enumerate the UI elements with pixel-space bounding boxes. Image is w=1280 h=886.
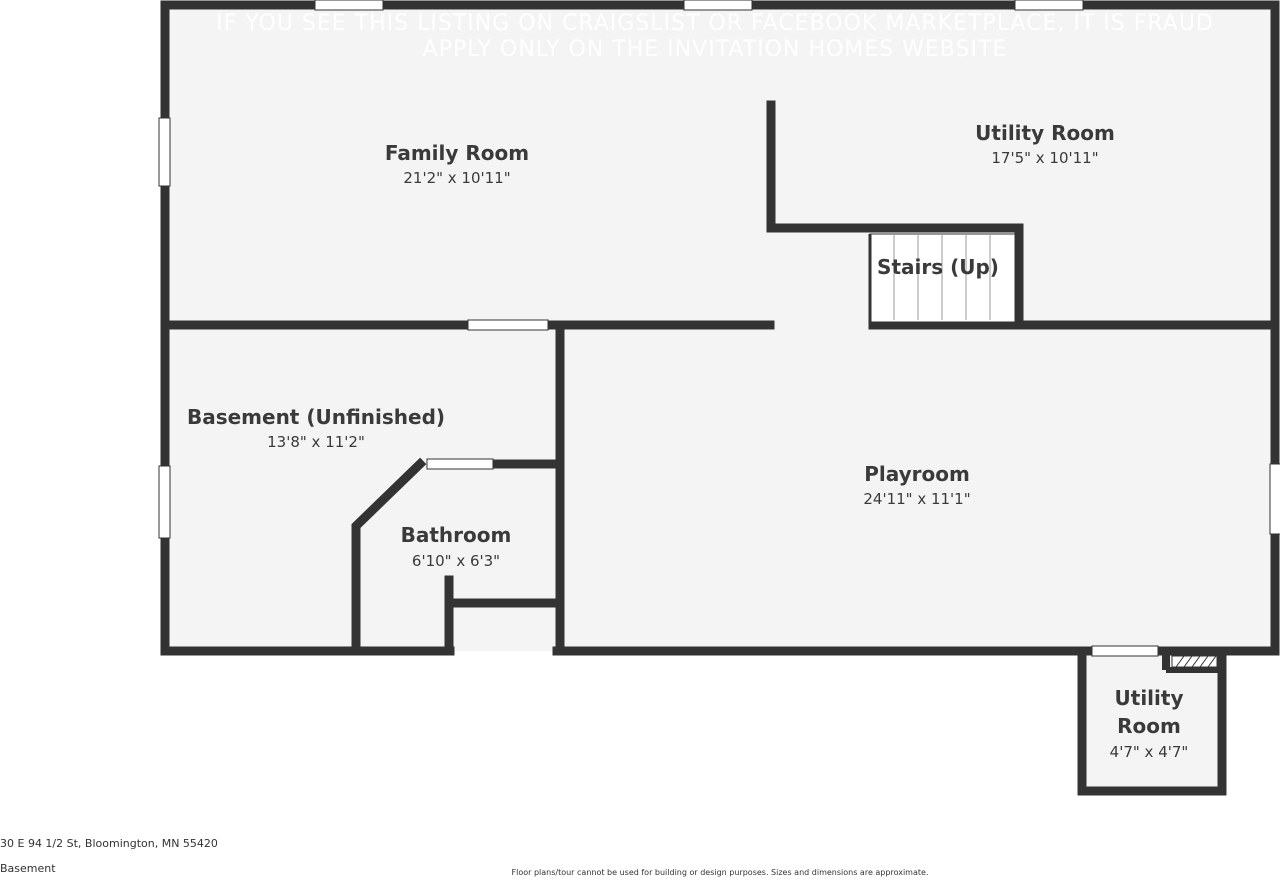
property-address: 30 E 94 1/2 St, Bloomington, MN 55420	[0, 837, 218, 850]
utility-small-name-2: Room	[1117, 714, 1181, 738]
bathroom-name: Bathroom	[401, 523, 512, 547]
utility-small-name-1: Utility	[1115, 686, 1184, 710]
watermark-line-2: APPLY ONLY ON THE INVITATION HOMES WEBSI…	[423, 37, 1008, 62]
basement-dims: 13'8" x 11'2"	[267, 433, 365, 451]
utility-room-name: Utility Room	[975, 121, 1115, 145]
family-room-name: Family Room	[385, 141, 529, 165]
basement-name: Basement (Unfinished)	[187, 405, 445, 429]
playroom-name: Playroom	[864, 462, 970, 486]
bathroom-dims: 6'10" x 6'3"	[412, 552, 500, 570]
stairs	[868, 233, 1016, 323]
stairs-label: Stairs (Up)	[877, 255, 999, 279]
playroom-dims: 24'11" x 11'1"	[863, 490, 970, 508]
windows	[158, 0, 1280, 657]
disclaimer: Floor plans/tour cannot be used for buil…	[511, 868, 929, 877]
floor-fills	[165, 9, 1271, 791]
family-room-dims: 21'2" x 10'11"	[403, 169, 510, 187]
utility-room-dims: 17'5" x 10'11"	[991, 149, 1098, 167]
utility-small-dims: 4'7" x 4'7"	[1110, 743, 1189, 761]
vent-box	[1162, 651, 1222, 673]
watermark-line-1: IF YOU SEE THIS LISTING ON CRAIGSLIST OR…	[216, 11, 1214, 36]
floor-label: Basement	[0, 862, 56, 875]
